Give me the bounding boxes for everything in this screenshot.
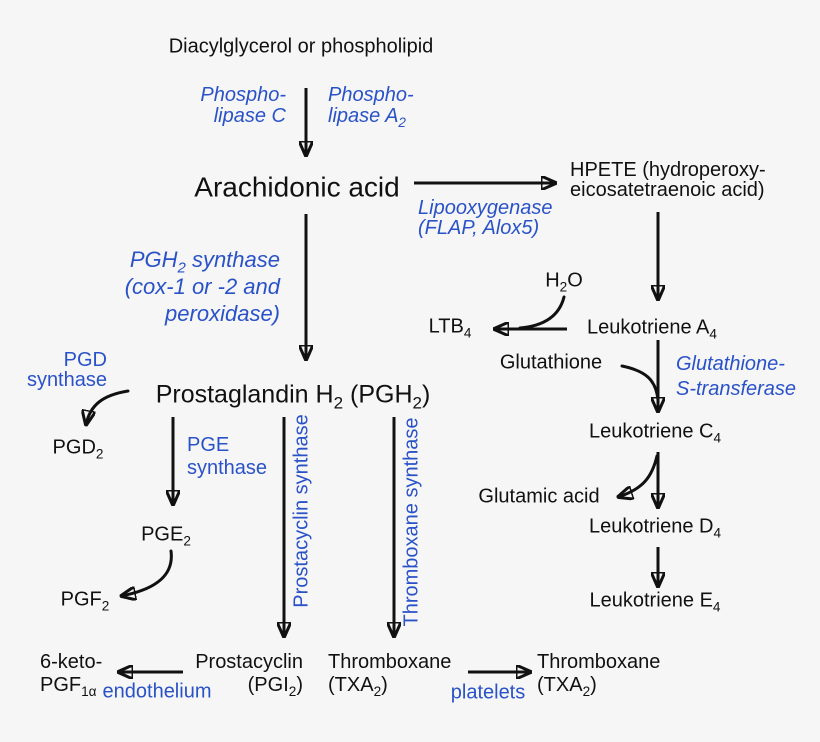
node-prostacyclin: Prostacyclin (PGI2) [195,651,303,699]
node-arachidonic-acid-label: Arachidonic acid [194,171,400,203]
node-thromboxane-left: Thromboxane (TXA2) [328,651,452,699]
node-leukotriene-d4-label: Leukotriene D4 [588,515,722,541]
node-leukotriene-e4-label: Leukotriene E4 [589,589,721,615]
label-endothelium-text: endothelium [102,680,212,703]
node-glutamic-acid: Glutamic acid [478,485,600,508]
curve-glutathione-join [620,364,660,402]
node-pgf2: PGF2 [60,588,110,614]
node-6-keto-line2: PGF1α [40,674,97,699]
enzyme-lipoxygenase-line2: (FLAP, Alox5) [418,217,540,239]
enzyme-pgh2-synthase-line3: peroxidase) [165,301,280,326]
node-leukotriene-c4: Leukotriene C4 [588,420,722,446]
enzyme-glutathione-s-transferase: Glutathione- S-transferase [676,352,796,402]
curve-h2o-join [518,295,566,330]
arrow-branch-glutamic-acid [618,454,659,497]
node-pgf2-label: PGF2 [60,588,110,614]
node-h2o: H2O [545,269,583,295]
node-pge2: PGE2 [141,523,191,549]
enzyme-pgh2-synthase-line1: PGH2 synthase [129,247,280,277]
node-hpete-line2: eicosatetraenoic acid) [570,179,765,201]
arrow-pge2-to-pgf2 [121,549,173,596]
enzyme-prostacyclin-synthase: Prostacyclin synthase [290,414,313,608]
enzyme-pge-synthase-line2: synthase [187,457,268,479]
label-endothelium: endothelium [102,680,212,703]
node-pgd2: PGD2 [52,436,104,462]
node-6-keto-pgf1a: 6-keto- PGF1α [40,651,103,699]
node-arachidonic-acid: Arachidonic acid [194,173,399,201]
enzyme-prostacyclin-synthase-label: Prostacyclin synthase [290,414,313,608]
node-hpete-line1: HPETE (hydroperoxy- [570,159,766,181]
enzyme-pgd-synthase: PGD synthase [27,350,107,390]
node-thromboxane-right-line1: Thromboxane [537,651,661,673]
enzyme-phospholipase-c: Phospho- lipase C [200,85,286,127]
enzyme-pgh2-synthase-line2: (cox-1 or -2 and [124,274,280,299]
arrow-pgh2-to-pgd2 [86,389,130,425]
node-6-keto-line1: 6-keto- [40,651,103,673]
node-prostacyclin-line1: Prostacyclin [195,651,303,673]
node-prostaglandin-h2-label: Prostaglandin H2 (PGH2) [155,380,431,413]
node-ltb4-label: LTB4 [428,315,472,341]
node-prostaglandin-h2: Prostaglandin H2 (PGH2) [156,382,431,412]
node-precursor: Diacylglycerol or phospholipid [168,35,434,58]
enzyme-pge-synthase-line1: PGE [187,434,230,456]
node-glutamic-acid-label: Glutamic acid [478,485,600,508]
node-pge2-label: PGE2 [141,523,191,549]
node-leukotriene-c4-label: Leukotriene C4 [588,420,722,446]
enzyme-thromboxane-synthase-label: Thromboxane synthase [400,417,423,627]
node-glutathione: Glutathione [499,351,603,374]
node-ltb4: LTB4 [428,315,472,341]
enzyme-lipoxygenase: Lipooxygenase (FLAP, Alox5) [418,198,553,238]
node-leukotriene-a4-label: Leukotriene A4 [587,316,717,342]
node-thromboxane-left-line1: Thromboxane [328,651,452,673]
enzyme-lipoxygenase-line1: Lipooxygenase [418,197,553,219]
node-leukotriene-a4: Leukotriene A4 [587,316,717,342]
node-leukotriene-d4: Leukotriene D4 [588,515,722,541]
label-platelets-text: platelets [450,681,526,704]
node-precursor-label: Diacylglycerol or phospholipid [168,35,434,58]
enzyme-pgd-synthase-line1: PGD [63,349,107,371]
enzyme-gst-line2: S-transferase [676,378,797,400]
node-hpete: HPETE (hydroperoxy- eicosatetraenoic aci… [570,160,766,200]
node-thromboxane-right: Thromboxane (TXA2) [537,651,661,699]
enzyme-phospholipase-a2-line2: lipase A2 [328,105,406,130]
node-thromboxane-right-line2: (TXA2) [537,674,597,699]
node-prostacyclin-line2: (PGI2) [247,674,303,699]
node-thromboxane-left-line2: (TXA2) [328,674,388,699]
node-h2o-label: H2O [545,269,583,295]
enzyme-pgh2-synthase: PGH2 synthase (cox-1 or -2 and peroxidas… [125,246,280,327]
node-leukotriene-e4: Leukotriene E4 [589,589,721,615]
enzyme-phospholipase-a2-line1: Phospho- [328,84,414,106]
enzyme-gst-line1: Glutathione- [676,353,785,375]
node-pgd2-label: PGD2 [52,436,104,462]
node-glutathione-label: Glutathione [499,351,603,374]
enzyme-phospholipase-c-line1: Phospho- [200,84,286,106]
label-platelets: platelets [450,681,526,704]
enzyme-pgd-synthase-line2: synthase [26,369,107,391]
enzyme-thromboxane-synthase: Thromboxane synthase [400,417,423,627]
enzyme-phospholipase-a2: Phospho- lipase A2 [328,84,414,130]
enzyme-phospholipase-c-line2: lipase C [213,105,286,127]
enzyme-pge-synthase: PGE synthase [187,434,267,480]
